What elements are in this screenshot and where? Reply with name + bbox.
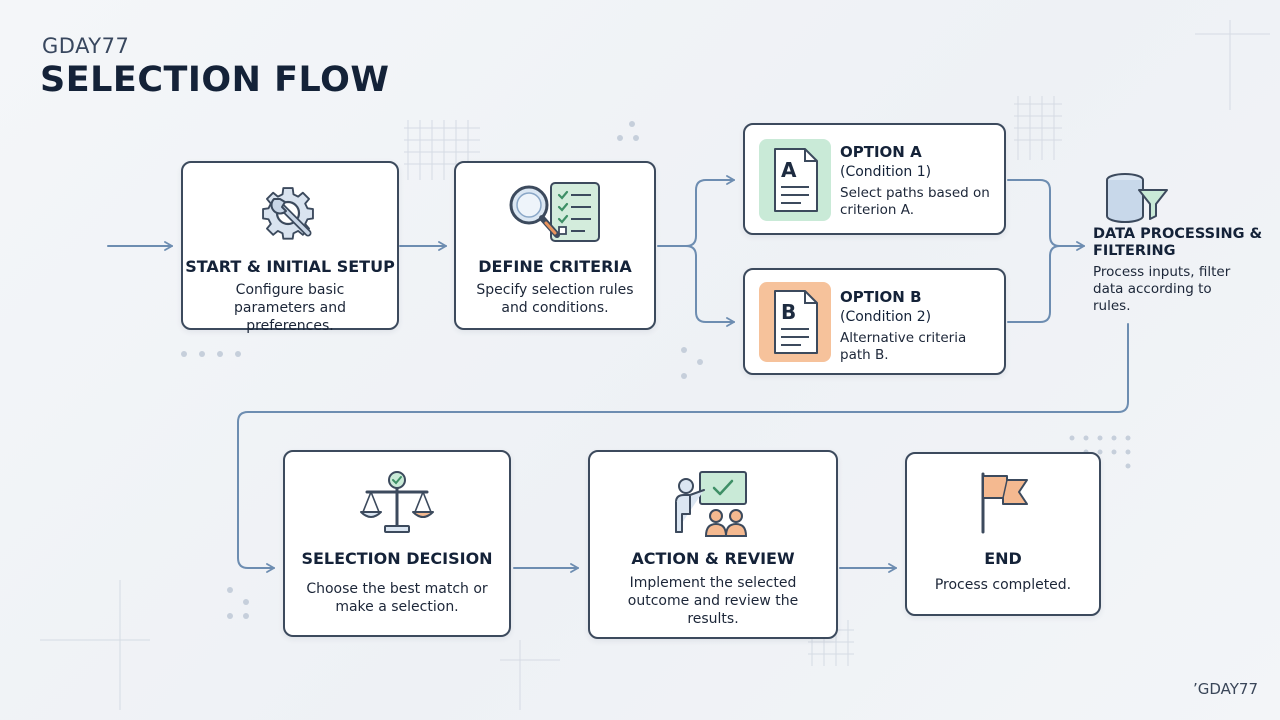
document-a-icon: A [774, 148, 818, 212]
arrow-option-b-to-processing [1007, 245, 1061, 323]
arrow-processing-to-decision [237, 323, 1129, 573]
balance-scale-icon [360, 471, 434, 533]
gear-wrench-icon [262, 187, 314, 240]
decor-grid [40, 20, 1270, 710]
svg-text:B: B [781, 300, 796, 324]
database-filter-icon [1106, 173, 1168, 223]
brand-label: GDAY77 [42, 34, 130, 58]
step-end-title: END [984, 549, 1022, 568]
step-start-desc: Configure basic parameters and preferenc… [234, 282, 346, 334]
document-b-icon: B [774, 290, 818, 354]
option-a-condition: (Condition 1) [840, 164, 932, 180]
magnifier-checklist-icon [509, 182, 600, 242]
data-processing-title: DATA PROCESSING & FILTERING [1093, 226, 1263, 259]
arrow-option-a-to-processing [1007, 179, 1085, 251]
data-processing-desc: Process inputs, filter data according to… [1093, 264, 1231, 314]
step-criteria-card[interactable]: DEFINE CRITERIA Specify selection rules … [454, 161, 656, 330]
decor-dots [181, 121, 1131, 619]
svg-text:A: A [781, 158, 797, 182]
step-action-desc: Implement the selected outcome and revie… [627, 575, 799, 627]
presenter-board-icon [675, 471, 748, 537]
step-decision-card[interactable]: SELECTION DECISION Choose the best match… [283, 450, 511, 637]
option-b-badge: B [759, 282, 831, 362]
step-criteria-title: DEFINE CRITERIA [478, 257, 632, 276]
option-b-title: OPTION B [840, 288, 922, 306]
option-b-card[interactable]: B OPTION B (Condition 2) Alternative cri… [743, 268, 1006, 375]
step-action-title: ACTION & REVIEW [631, 549, 795, 568]
step-end-card[interactable]: END Process completed. [905, 452, 1101, 616]
step-criteria-desc: Specify selection rules and conditions. [476, 282, 634, 316]
option-a-card[interactable]: A OPTION A (Condition 1) Select paths ba… [743, 123, 1006, 235]
step-start-card[interactable]: START & INITIAL SETUP Configure basic pa… [181, 161, 399, 334]
option-a-desc: Select paths based on criterion A. [840, 185, 990, 218]
option-a-badge: A [759, 139, 831, 221]
step-action-card[interactable]: ACTION & REVIEW Implement the selected o… [588, 450, 838, 639]
step-decision-desc: Choose the best match or make a selectio… [306, 581, 488, 615]
flag-icon [981, 472, 1028, 534]
arrow-criteria-to-option-a [657, 175, 735, 247]
watermark: ’GDAY77 [1192, 680, 1258, 698]
option-b-condition: (Condition 2) [840, 309, 932, 325]
option-b-desc: Alternative criteria path B. [840, 330, 967, 363]
page-title: SELECTION FLOW [40, 60, 390, 100]
option-a-title: OPTION A [840, 143, 922, 161]
step-end-desc: Process completed. [934, 577, 1072, 593]
step-decision-title: SELECTION DECISION [301, 549, 493, 568]
arrow-criteria-to-option-b [685, 245, 735, 327]
step-start-title: START & INITIAL SETUP [185, 257, 395, 276]
